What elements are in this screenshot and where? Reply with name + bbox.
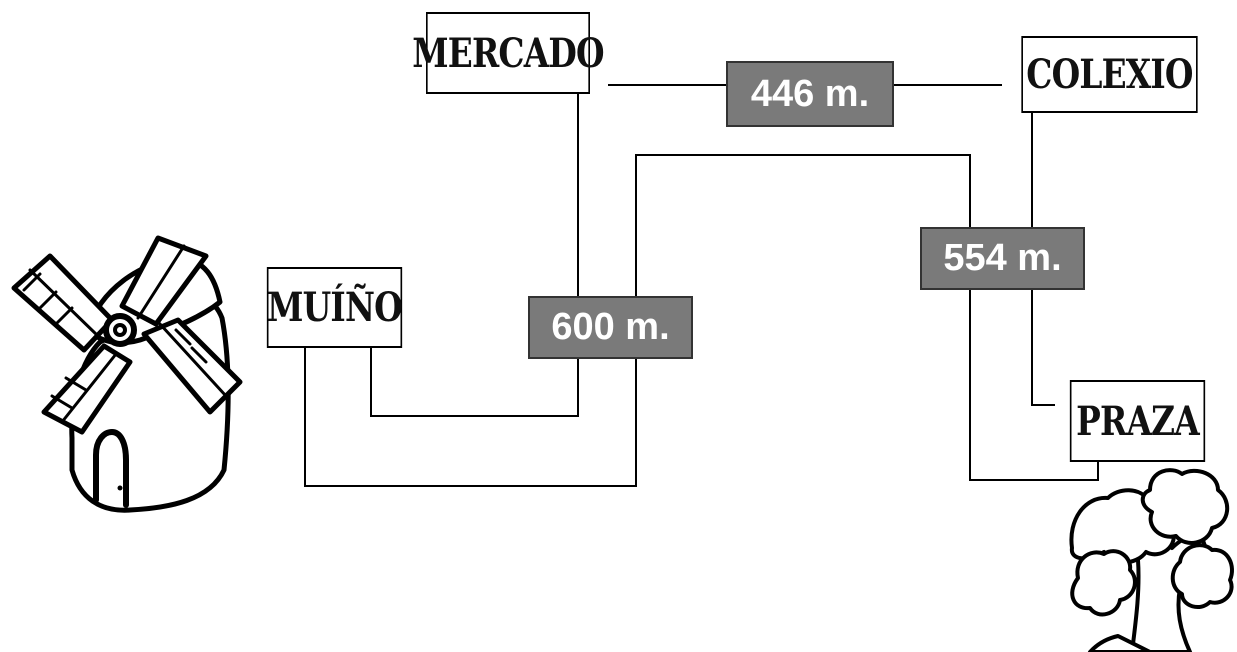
place-colexio: COLEXIO [1021, 36, 1198, 113]
place-mercado: MERCADO [412, 12, 605, 94]
distance-mercado-colexio: 446 m. [726, 61, 894, 127]
place-muino: MUÍÑO [266, 267, 403, 348]
route-box-praza [1031, 290, 1055, 406]
distance-muino-label: 600 m. [551, 306, 670, 348]
route-muino-mercado [370, 348, 579, 417]
distance-mercado-colexio-label: 446 m. [750, 72, 870, 115]
distance-colexio-praza-label: 554 m. [943, 237, 1062, 279]
distance-colexio-praza: 554 m. [920, 227, 1085, 290]
tree-icon [1069, 468, 1234, 652]
place-praza-label: PRAZA [1076, 397, 1199, 445]
route-muino-long [304, 348, 637, 487]
route-box-tree [969, 290, 1099, 481]
place-mercado-label: MERCADO [412, 29, 604, 77]
place-muino-label: MUÍÑO [267, 284, 403, 331]
windmill-icon [11, 235, 243, 513]
place-colexio-label: COLEXIO [1026, 51, 1193, 98]
place-praza: PRAZA [1069, 380, 1206, 462]
route-over-top [635, 154, 971, 298]
distance-muino: 600 m. [528, 296, 693, 359]
